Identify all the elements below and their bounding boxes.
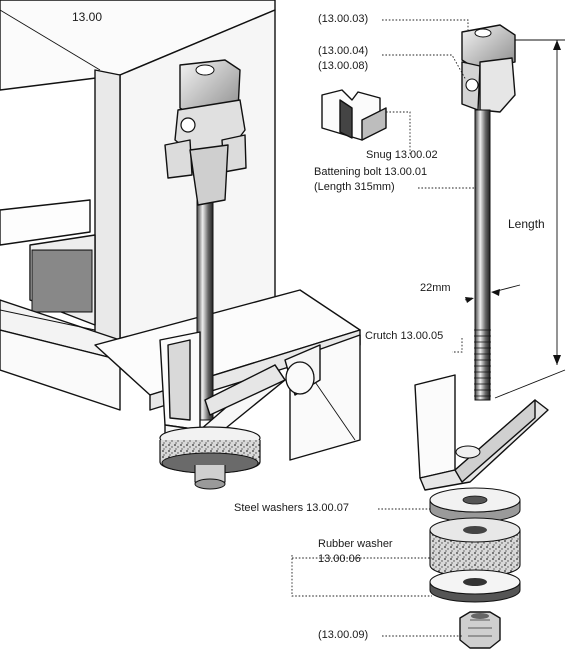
- snug-part: [321, 89, 387, 141]
- left-crutch: [159, 331, 286, 446]
- length-label: Length: [508, 217, 545, 231]
- left-washer-stack: [159, 426, 261, 490]
- length-dimension: [494, 39, 566, 399]
- bolt-name-label: Battening bolt 13.00.01: [314, 166, 428, 178]
- right-bolt-head: [461, 24, 516, 113]
- bolt-head-ref-label: (13.00.03): [318, 13, 369, 25]
- rubber-washer-label: Rubber washer: [318, 538, 393, 550]
- round-bar: [284, 344, 321, 396]
- steel-washer-upper: [429, 487, 521, 523]
- right-assembly: [291, 19, 566, 649]
- nut-ref-label: (13.00.09): [318, 629, 369, 641]
- crutch-label: Crutch 13.00.05: [365, 330, 444, 342]
- right-crutch: [414, 374, 549, 491]
- left-assembly: [0, 0, 361, 490]
- hatch-batten-rail: [0, 199, 121, 411]
- leader-lines: [291, 19, 476, 637]
- thread-section: [474, 329, 491, 397]
- steel-washer-lower: [429, 569, 521, 603]
- steel-washers-label: Steel washers 13.00.07: [234, 502, 349, 514]
- left-bolt-head: [164, 59, 247, 206]
- pin-ref-b-label: (13.00.08): [318, 60, 369, 72]
- hex-nut: [459, 611, 501, 649]
- rubber-washer: [429, 517, 521, 578]
- bolt-length-label: (Length 315mm): [314, 181, 395, 193]
- rubber-washer-ref-label: 13.00.06: [318, 553, 361, 565]
- left-view-ref: 13.00: [72, 10, 103, 24]
- pin-ref-a-label: (13.00.04): [318, 45, 369, 57]
- right-bolt-rod: [474, 109, 491, 401]
- diameter-dimension: [464, 284, 521, 303]
- snug-label: Snug 13.00.02: [366, 149, 438, 161]
- diameter-label: 22mm: [420, 282, 451, 294]
